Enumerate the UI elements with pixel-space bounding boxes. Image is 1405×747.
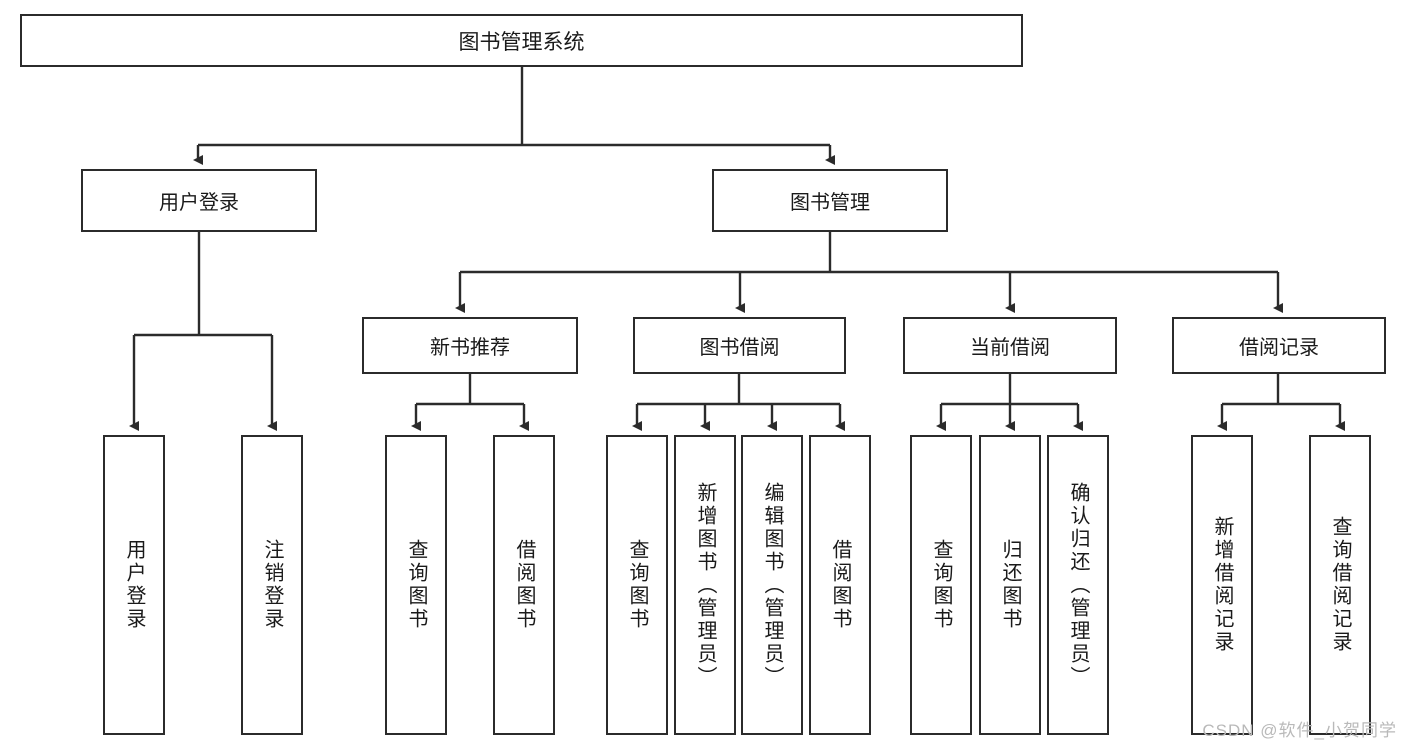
node-user-login[interactable]: 用户登录: [81, 169, 317, 232]
node-new-book-recommend[interactable]: 新书推荐: [362, 317, 578, 374]
leaf-borrow-book[interactable]: 借阅图书: [809, 435, 871, 735]
leaf-query-borrow-record[interactable]: 查询借阅记录: [1309, 435, 1371, 735]
node-book-management[interactable]: 图书管理: [712, 169, 948, 232]
leaf-logout[interactable]: 注销登录: [241, 435, 303, 735]
node-label: 注销登录: [261, 539, 283, 631]
node-label: 新增图书（管理员）: [694, 481, 716, 689]
leaf-add-book[interactable]: 新增图书（管理员）: [674, 435, 736, 735]
leaf-add-borrow-record[interactable]: 新增借阅记录: [1191, 435, 1253, 735]
node-label: 用户登录: [159, 192, 239, 214]
node-borrow-record[interactable]: 借阅记录: [1172, 317, 1386, 374]
watermark: CSDN @软件_小贺同学: [1202, 721, 1397, 740]
node-label: 当前借阅: [970, 337, 1050, 359]
node-label: 编辑图书（管理员）: [761, 481, 783, 689]
node-label: 借阅图书: [513, 539, 535, 631]
node-label: 查询图书: [405, 539, 427, 631]
node-label: 确认归还（管理员）: [1067, 481, 1089, 689]
leaf-borrow-book-recommend[interactable]: 借阅图书: [493, 435, 555, 735]
node-label: 图书管理: [790, 192, 870, 214]
node-label: 新增借阅记录: [1211, 516, 1233, 654]
leaf-user-login[interactable]: 用户登录: [103, 435, 165, 735]
node-current-borrow[interactable]: 当前借阅: [903, 317, 1117, 374]
leaf-query-book-recommend[interactable]: 查询图书: [385, 435, 447, 735]
node-label: 借阅记录: [1239, 337, 1319, 359]
node-root-library-management-system[interactable]: 图书管理系统: [20, 14, 1023, 67]
node-label: 借阅图书: [829, 539, 851, 631]
leaf-confirm-return[interactable]: 确认归还（管理员）: [1047, 435, 1109, 735]
node-label: 图书借阅: [699, 337, 780, 359]
node-label: 归还图书: [999, 539, 1021, 631]
node-book-borrow[interactable]: 图书借阅: [633, 317, 846, 374]
leaf-return-book[interactable]: 归还图书: [979, 435, 1041, 735]
leaf-query-book-borrow[interactable]: 查询图书: [606, 435, 668, 735]
node-label: 查询图书: [930, 539, 952, 631]
node-label: 用户登录: [123, 539, 145, 631]
node-label: 图书管理系统: [458, 30, 585, 54]
leaf-query-book-current[interactable]: 查询图书: [910, 435, 972, 735]
node-label: 新书推荐: [430, 337, 510, 359]
node-label: 查询借阅记录: [1329, 516, 1351, 654]
leaf-edit-book[interactable]: 编辑图书（管理员）: [741, 435, 803, 735]
node-label: 查询图书: [626, 539, 648, 631]
